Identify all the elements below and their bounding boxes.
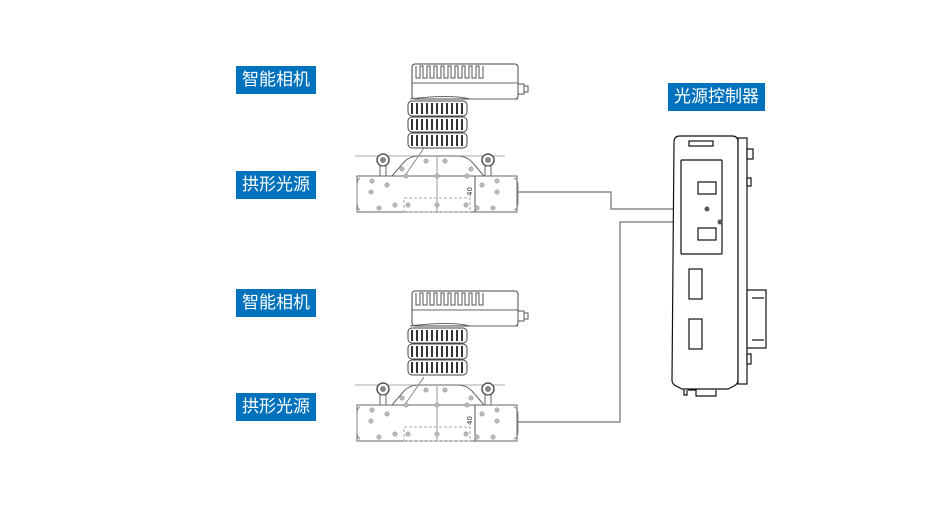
connector-dot-2 [717, 219, 723, 225]
wire-2 [518, 221, 720, 423]
light-label-2: 拱形光源 [236, 393, 316, 421]
arch-light-2 [354, 376, 519, 442]
smart-camera-2 [407, 290, 529, 376]
light-label-1: 拱形光源 [236, 171, 316, 199]
arch-light-1 [354, 147, 519, 213]
smart-camera-1 [407, 63, 529, 149]
camera-label-1: 智能相机 [236, 66, 316, 94]
connector-dot-1 [704, 206, 710, 212]
camera-label-2: 智能相机 [236, 289, 316, 317]
light-controller [671, 135, 767, 397]
wire-1 [518, 191, 707, 210]
controller-label: 光源控制器 [668, 83, 765, 111]
